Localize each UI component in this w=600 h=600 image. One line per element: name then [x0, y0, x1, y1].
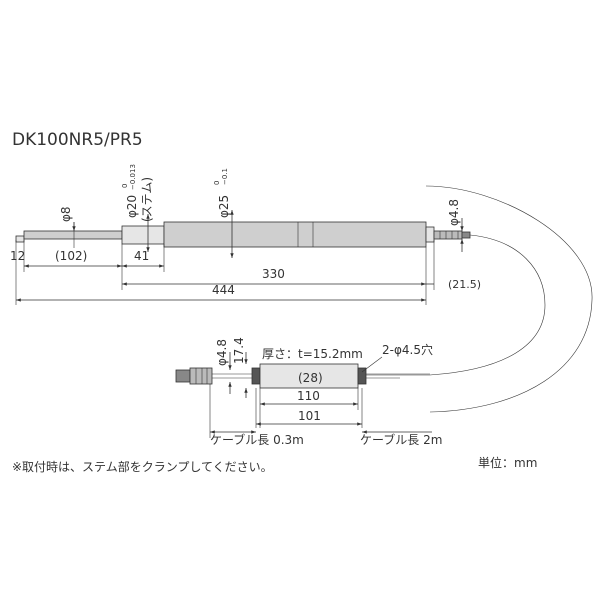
- connector-thickness: 厚さ：t=15.2mm: [262, 347, 363, 361]
- probe-body: [15, 221, 471, 248]
- connector-inner: (28): [298, 371, 323, 385]
- dim-tip: 12: [10, 249, 25, 263]
- connector-unit: [175, 363, 430, 389]
- cable-long: [365, 234, 546, 376]
- stem-diameter: φ20: [125, 195, 139, 218]
- mounting-note: ※取付時は、ステム部をクランプしてください。: [12, 459, 273, 474]
- dim-body: 330: [262, 267, 285, 281]
- dim-front: (102): [55, 249, 87, 263]
- rear-diameter: φ4.8: [447, 199, 461, 226]
- body-diameter: φ25: [217, 195, 231, 218]
- model-title: DK100NR5/PR5: [12, 130, 143, 150]
- body-tol-upper: 0: [213, 181, 221, 185]
- dim-stem: 41: [134, 249, 149, 263]
- unit-label: 単位：mm: [478, 455, 537, 470]
- dim-total: 444: [212, 283, 235, 297]
- cable-long-length: ケーブル長 2m: [360, 432, 442, 447]
- stem-tol-upper: 0: [121, 184, 129, 188]
- stem-tol-lower: −0.013: [129, 164, 137, 190]
- body-tol-lower: −0.1: [221, 168, 229, 185]
- connector-height: 17.4: [232, 337, 246, 364]
- connector-holes: 2-φ4.5穴: [382, 342, 433, 357]
- stem-note: (ステム): [140, 177, 154, 222]
- connector-pitch: 101: [298, 409, 321, 423]
- cable-short-length: ケーブル長 0.3m: [210, 432, 304, 447]
- tip-diameter: φ8: [59, 206, 73, 222]
- connector-width: 110: [297, 389, 320, 403]
- dim-rear: (21.5): [448, 278, 481, 291]
- connector-cable-diameter: φ4.8: [215, 339, 229, 366]
